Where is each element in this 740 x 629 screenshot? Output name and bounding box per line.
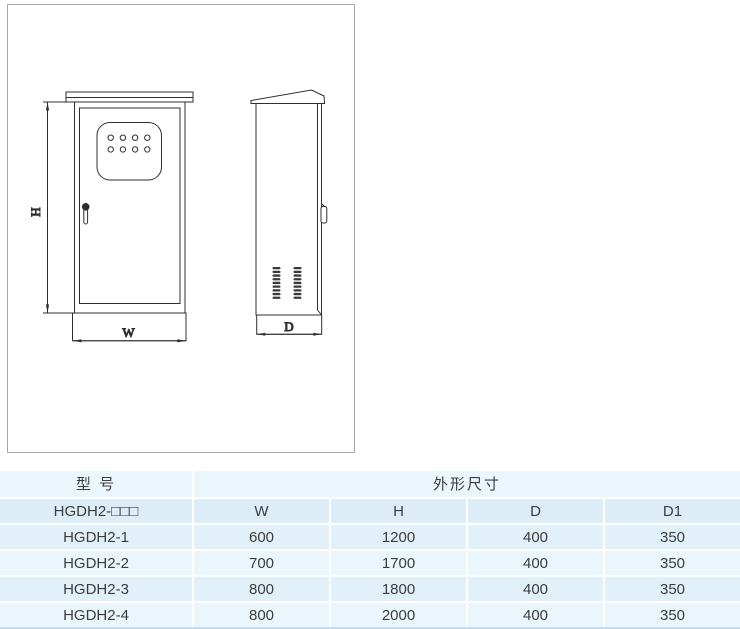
row-value-d: 400 xyxy=(466,551,603,575)
row-model: HGDH2-4 xyxy=(0,603,192,627)
table-subheader-row: HGDH2-□□□ W H D D1 xyxy=(0,497,740,523)
depth-label: D xyxy=(284,319,293,334)
depth-dimension: D xyxy=(257,319,322,336)
model-series: HGDH2-□□□ xyxy=(0,499,192,523)
row-value-d1: 350 xyxy=(603,551,740,575)
height-label: H xyxy=(28,207,43,216)
cabinet-outline-svg: H W xyxy=(7,4,355,453)
row-value-w: 800 xyxy=(192,603,329,627)
front-base xyxy=(72,312,187,342)
row-value-d1: 350 xyxy=(603,525,740,549)
height-dimension: H xyxy=(28,101,75,314)
front-door xyxy=(79,107,181,304)
row-value-h: 2000 xyxy=(329,603,466,627)
row-value-w: 600 xyxy=(192,525,329,549)
table-row: HGDH2-3 800 1800 400 350 xyxy=(0,575,740,601)
row-value-h: 1200 xyxy=(329,525,466,549)
row-value-d1: 350 xyxy=(603,577,740,601)
row-value-d: 400 xyxy=(466,603,603,627)
row-value-h: 1800 xyxy=(329,577,466,601)
table-row: HGDH2-1 600 1200 400 350 xyxy=(0,523,740,549)
width-label: W xyxy=(122,325,135,340)
row-value-w: 800 xyxy=(192,577,329,601)
col-d1: D1 xyxy=(603,499,740,523)
row-value-w: 700 xyxy=(192,551,329,575)
front-view xyxy=(65,91,194,342)
meter-window xyxy=(96,122,162,181)
window-holes xyxy=(107,134,151,153)
row-model: HGDH2-2 xyxy=(0,551,192,575)
row-model: HGDH2-3 xyxy=(0,577,192,601)
table-row: HGDH2-4 800 2000 400 350 xyxy=(0,601,740,627)
table-row: HGDH2-2 700 1700 400 350 xyxy=(0,549,740,575)
side-body xyxy=(255,103,322,316)
vent-louvers-icon xyxy=(272,267,302,299)
header-dimensions: 外形尺寸 xyxy=(192,471,740,497)
side-view xyxy=(250,89,328,335)
spec-table: 型 号 外形尺寸 HGDH2-□□□ W H D D1 HGDH2-1 600 … xyxy=(0,471,740,629)
front-door-handle-icon xyxy=(81,203,90,225)
side-handle-icon xyxy=(320,203,328,224)
table-header-row: 型 号 外形尺寸 xyxy=(0,471,740,497)
row-value-h: 1700 xyxy=(329,551,466,575)
width-dimension: W xyxy=(73,325,186,343)
cabinet-drawing: H W xyxy=(7,4,355,453)
col-h: H xyxy=(329,499,466,523)
header-model: 型 号 xyxy=(0,471,192,497)
row-value-d: 400 xyxy=(466,577,603,601)
row-value-d1: 350 xyxy=(603,603,740,627)
row-value-d: 400 xyxy=(466,525,603,549)
side-door-edge xyxy=(317,103,322,316)
col-d: D xyxy=(466,499,603,523)
row-model: HGDH2-1 xyxy=(0,525,192,549)
col-w: W xyxy=(192,499,329,523)
